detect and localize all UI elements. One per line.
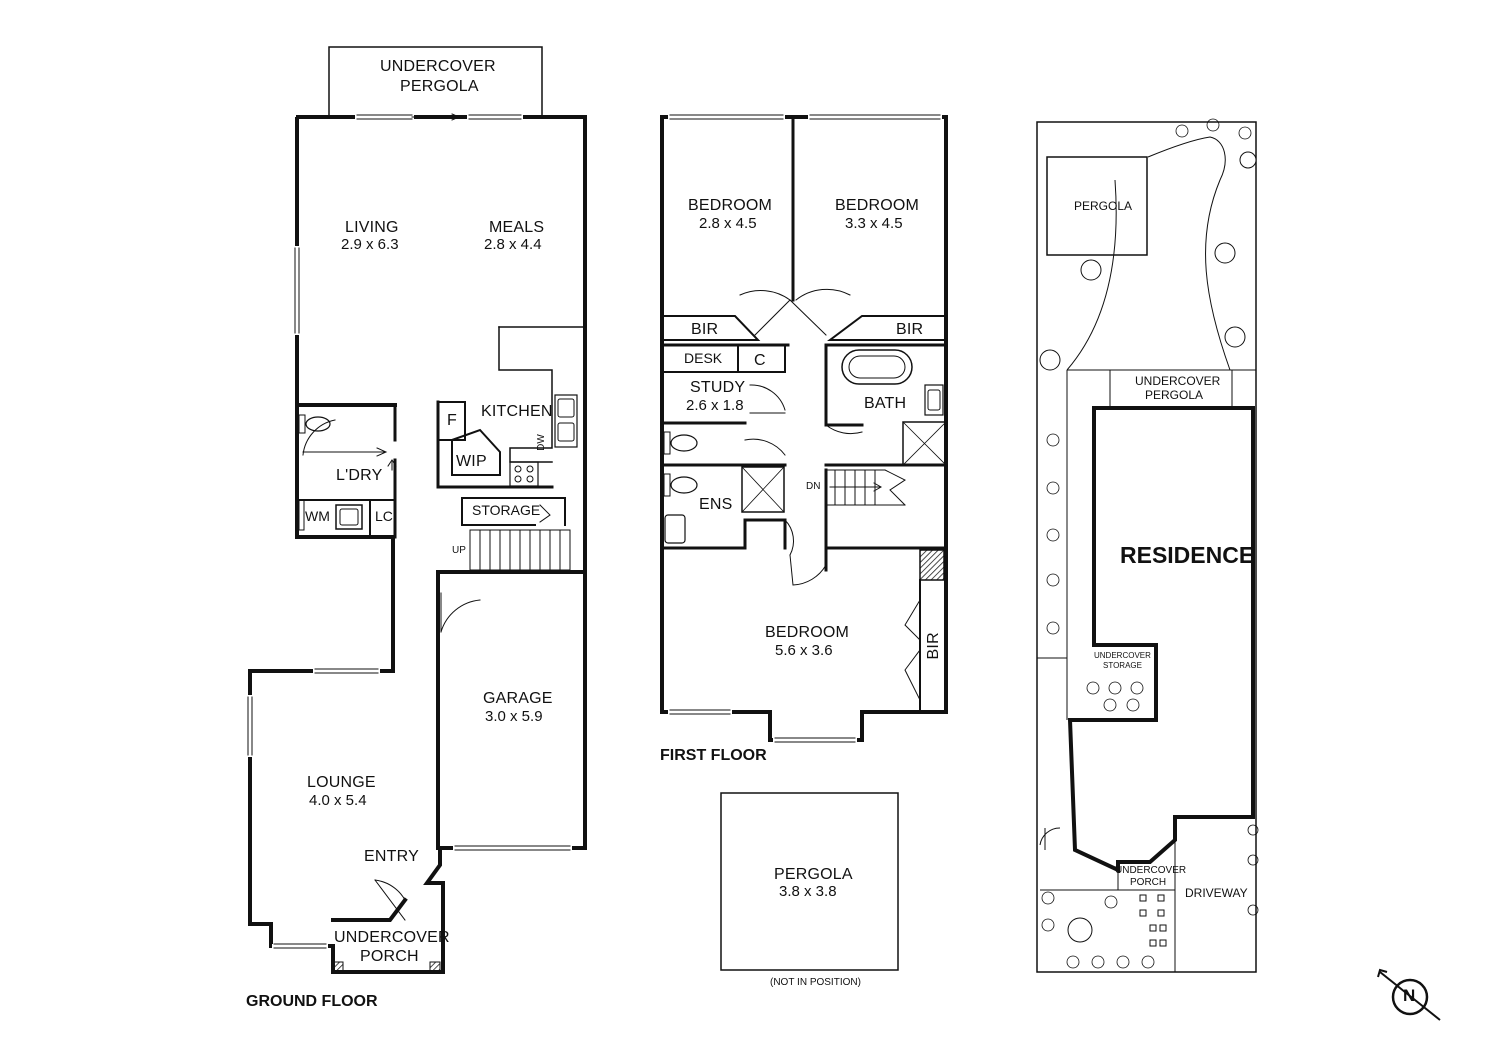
ground-floor-plan [247, 46, 587, 974]
site-undercover-pergola-line1: UNDERCOVER [1135, 374, 1221, 388]
gf-undercover-pergola-label-line1: UNDERCOVER [380, 58, 496, 75]
bedroom2-name: BEDROOM [835, 197, 920, 214]
north-compass [1377, 968, 1441, 1021]
residence-label: RESIDENCE [1120, 542, 1255, 568]
bedroom3-bir-label: BIR [924, 632, 942, 660]
living-room-dimensions: 2.9 x 6.3 [341, 236, 399, 253]
linen-cupboard-label: LC [375, 508, 393, 524]
fridge-label: F [447, 412, 457, 429]
site-pergola-label: PERGOLA [1074, 199, 1133, 213]
laundry-label: L'DRY [336, 467, 383, 484]
bedroom3-name: BEDROOM [765, 624, 850, 641]
pergola-detail [720, 792, 899, 971]
site-undercover-pergola-line2: PERGOLA [1145, 388, 1204, 402]
wip-label: WIP [456, 453, 487, 470]
garage-room-name: GARAGE [483, 690, 553, 707]
gf-porch-label-line1: UNDERCOVER [334, 929, 450, 946]
meals-room-dimensions: 2.8 x 4.4 [484, 236, 542, 253]
pergola-detail-name: PERGOLA [774, 866, 853, 883]
lounge-room-name: LOUNGE [307, 774, 376, 791]
bedroom1-dimensions: 2.8 x 4.5 [699, 215, 757, 232]
bir-right-label: BIR [896, 321, 924, 338]
first-floor-heading: FIRST FLOOR [660, 747, 767, 764]
residence-outline [1067, 406, 1255, 874]
study-name: STUDY [690, 379, 746, 396]
stairs-down-label: DN [806, 481, 821, 492]
first-floor-plan [660, 114, 948, 743]
kitchen-label: KITCHEN [481, 403, 553, 420]
garage-room-dimensions: 3.0 x 5.9 [485, 708, 543, 725]
dishwasher-label: DW [535, 434, 547, 451]
undercover-storage-line2: STORAGE [1103, 661, 1142, 670]
site-pergola [1046, 156, 1148, 256]
bedroom2-dimensions: 3.3 x 4.5 [845, 215, 903, 232]
pergola-detail-dimensions: 3.8 x 3.8 [779, 883, 837, 900]
stairs-up-label: UP [452, 545, 466, 556]
meals-room-name: MEALS [489, 219, 545, 236]
desk-label: DESK [684, 350, 723, 366]
bath-label: BATH [864, 395, 907, 412]
undercover-storage-line1: UNDERCOVER [1094, 651, 1151, 660]
entry-label: ENTRY [364, 848, 419, 865]
ensuite-label: ENS [699, 496, 733, 513]
site-porch-line2: PORCH [1130, 877, 1167, 888]
pergola-not-in-position-note: (NOT IN POSITION) [770, 977, 861, 988]
washing-machine-label: WM [305, 508, 330, 524]
site-plan [1036, 118, 1259, 973]
bir-left-label: BIR [691, 321, 719, 338]
storage-label: STORAGE [472, 502, 541, 518]
site-boundary [1036, 121, 1257, 973]
study-dimensions: 2.6 x 1.8 [686, 397, 744, 414]
gf-porch-label-line2: PORCH [360, 948, 419, 965]
gf-undercover-pergola-label-line2: PERGOLA [400, 78, 479, 95]
bedroom1-name: BEDROOM [688, 197, 773, 214]
site-porch-line1: UNDERCOVER [1115, 865, 1187, 876]
cupboard-label: C [754, 352, 766, 369]
garden-plants [1041, 118, 1259, 969]
driveway-label: DRIVEWAY [1185, 886, 1248, 900]
lounge-room-dimensions: 4.0 x 5.4 [309, 792, 367, 809]
garden-shrubs [1039, 151, 1257, 943]
bedroom3-dimensions: 5.6 x 3.6 [775, 642, 833, 659]
compass-north-letter: N [1403, 986, 1416, 1005]
living-room-name: LIVING [345, 219, 399, 236]
ground-floor-heading: GROUND FLOOR [246, 993, 378, 1010]
